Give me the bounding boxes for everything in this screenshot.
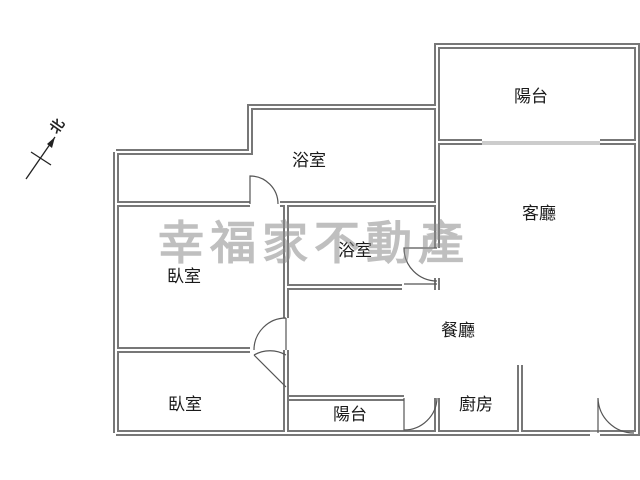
- north-arrow-icon: [47, 137, 55, 148]
- compass: 北: [25, 116, 68, 180]
- room-label-kitchen: 廚房: [459, 394, 493, 415]
- room-label-balcony-top: 陽台: [514, 87, 548, 107]
- door-swing-bath-top: [249, 175, 279, 205]
- door-swing-balcony-bottom: [403, 397, 438, 431]
- walls: [113, 43, 640, 436]
- outer-wall-bottom: [517, 365, 590, 436]
- compass-north-label: 北: [47, 116, 68, 137]
- room-label-balcony-bottom: 陽台: [333, 405, 367, 425]
- door-swing-entry: [590, 397, 635, 434]
- doors: [249, 175, 635, 434]
- door-swing-bath-inner: [403, 247, 438, 285]
- room-label-bath-top: 浴室: [292, 151, 326, 171]
- watermark: 幸福家不動產: [158, 216, 470, 270]
- room-label-dining: 餐廳: [441, 321, 475, 341]
- room-label-bath-inner: 浴室: [338, 241, 372, 261]
- door-swing-bedroom-1: [253, 317, 287, 351]
- room-label-bedroom-2: 臥室: [168, 395, 202, 415]
- room-label-bedroom-1: 臥室: [167, 267, 201, 287]
- room-label-living: 客廳: [522, 204, 556, 224]
- room-labels: 陽台 浴室 客廳 浴室 臥室 餐廳 臥室 陽台 廚房: [167, 87, 556, 425]
- door-swing-bedroom-2: [253, 350, 287, 388]
